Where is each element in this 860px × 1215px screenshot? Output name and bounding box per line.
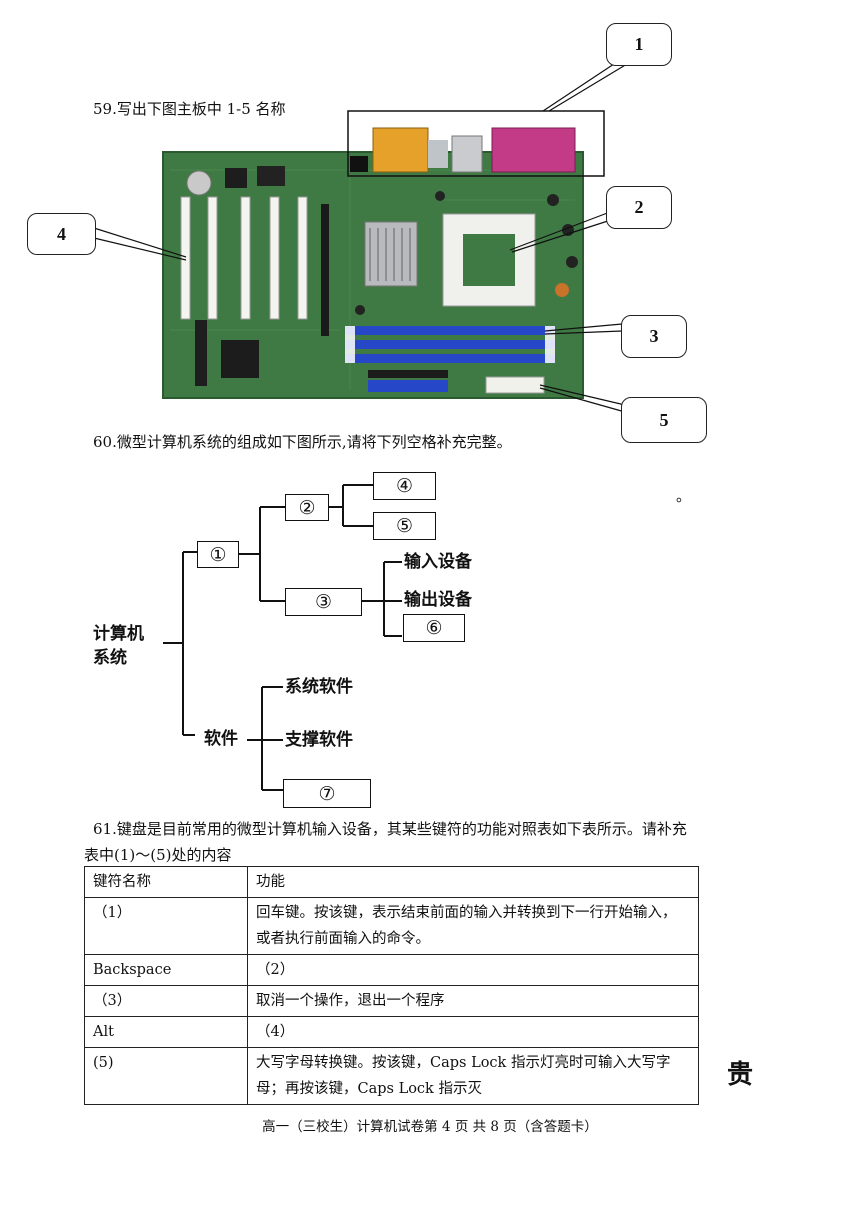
blank-6: ⑥ (403, 614, 465, 642)
function-cell: 大写字母转换键。按该键，Caps Lock 指示灯亮时可输入大写字母；再按该键，… (247, 1047, 699, 1105)
table-row: （1） 回车键。按该键，表示结束前面的输入并转换到下一行开始输入，或者执行前面输… (84, 897, 699, 955)
callout-2: 2 (606, 186, 672, 229)
header-key-name: 键符名称 (84, 866, 248, 898)
cmos-battery (186, 170, 212, 196)
pci-slot (240, 196, 251, 320)
atx-power-connector (485, 376, 545, 394)
blank-3: ③ (285, 588, 362, 616)
key-cell: （1） (84, 897, 248, 955)
q59-title: 59.写出下图主板中 1-5 名称 (93, 100, 286, 118)
callout-4: 4 (27, 213, 96, 255)
q61-title-line2: 表中(1)～(5)处的内容 (84, 846, 232, 864)
ram-slot (345, 354, 555, 363)
key-cell: Alt (84, 1016, 248, 1048)
callout-1: 1 (606, 23, 672, 66)
page-footer: 高一（三校生）计算机试卷第 4 页 共 8 页（含答题卡） (262, 1119, 598, 1135)
pci-slot (297, 196, 308, 320)
parallel-port (491, 127, 576, 173)
ram-slot (345, 326, 555, 335)
table-row: Backspace （2） (84, 954, 699, 986)
southbridge-chip (221, 340, 259, 378)
motherboard-image (93, 59, 628, 413)
table-row: (5) 大写字母转换键。按该键，Caps Lock 指示灯亮时可输入大写字母；再… (84, 1047, 699, 1105)
side-character: 贵 (727, 1060, 754, 1090)
q61-title-line1: 61.键盘是目前常用的微型计算机输入设备，其某些键符的功能对照表如下表所示。请补… (93, 820, 687, 838)
table-header-row: 键符名称 功能 (84, 866, 699, 898)
q60-dot: 。 (676, 487, 692, 505)
function-cell: 回车键。按该键，表示结束前面的输入并转换到下一行开始输入，或者执行前面输入的命令… (247, 897, 699, 955)
serial-port (372, 127, 429, 173)
system-software-label: 系统软件 (285, 677, 353, 697)
pci-slot (180, 196, 191, 320)
root-label-line2: 系统 (93, 648, 127, 668)
key-function-table: 键符名称 功能 （1） 回车键。按该键，表示结束前面的输入并转换到下一行开始输入… (84, 866, 699, 1105)
pci-slot (207, 196, 218, 320)
ram-slot (345, 340, 555, 349)
key-cell: （3） (84, 985, 248, 1017)
output-devices-label: 输出设备 (404, 590, 472, 610)
header-function: 功能 (247, 866, 699, 898)
system-tree-lines (163, 484, 402, 791)
function-cell: 取消一个操作，退出一个程序 (247, 985, 699, 1017)
blank-1: ① (197, 541, 239, 568)
table-row: （3） 取消一个操作，退出一个程序 (84, 985, 699, 1017)
northbridge-heatsink (364, 221, 418, 287)
function-cell: （4） (247, 1016, 699, 1048)
pci-slot (269, 196, 280, 320)
table-row: Alt （4） (84, 1016, 699, 1048)
q60-title: 60.微型计算机系统的组成如下图所示,请将下列空格补充完整。 (93, 433, 512, 451)
software-label: 软件 (204, 729, 238, 749)
blank-5: ⑤ (373, 512, 436, 540)
function-cell: （2） (247, 954, 699, 986)
support-software-label: 支撑软件 (285, 730, 353, 750)
root-label-line1: 计算机 (93, 624, 144, 644)
callout-5: 5 (621, 397, 707, 443)
callout-3: 3 (621, 315, 687, 358)
key-cell: Backspace (84, 954, 248, 986)
blank-7: ⑦ (283, 779, 371, 808)
blank-2: ② (285, 494, 329, 521)
agp-slot (321, 204, 329, 336)
blank-4: ④ (373, 472, 436, 500)
input-devices-label: 输入设备 (404, 552, 472, 572)
key-cell: (5) (84, 1047, 248, 1105)
